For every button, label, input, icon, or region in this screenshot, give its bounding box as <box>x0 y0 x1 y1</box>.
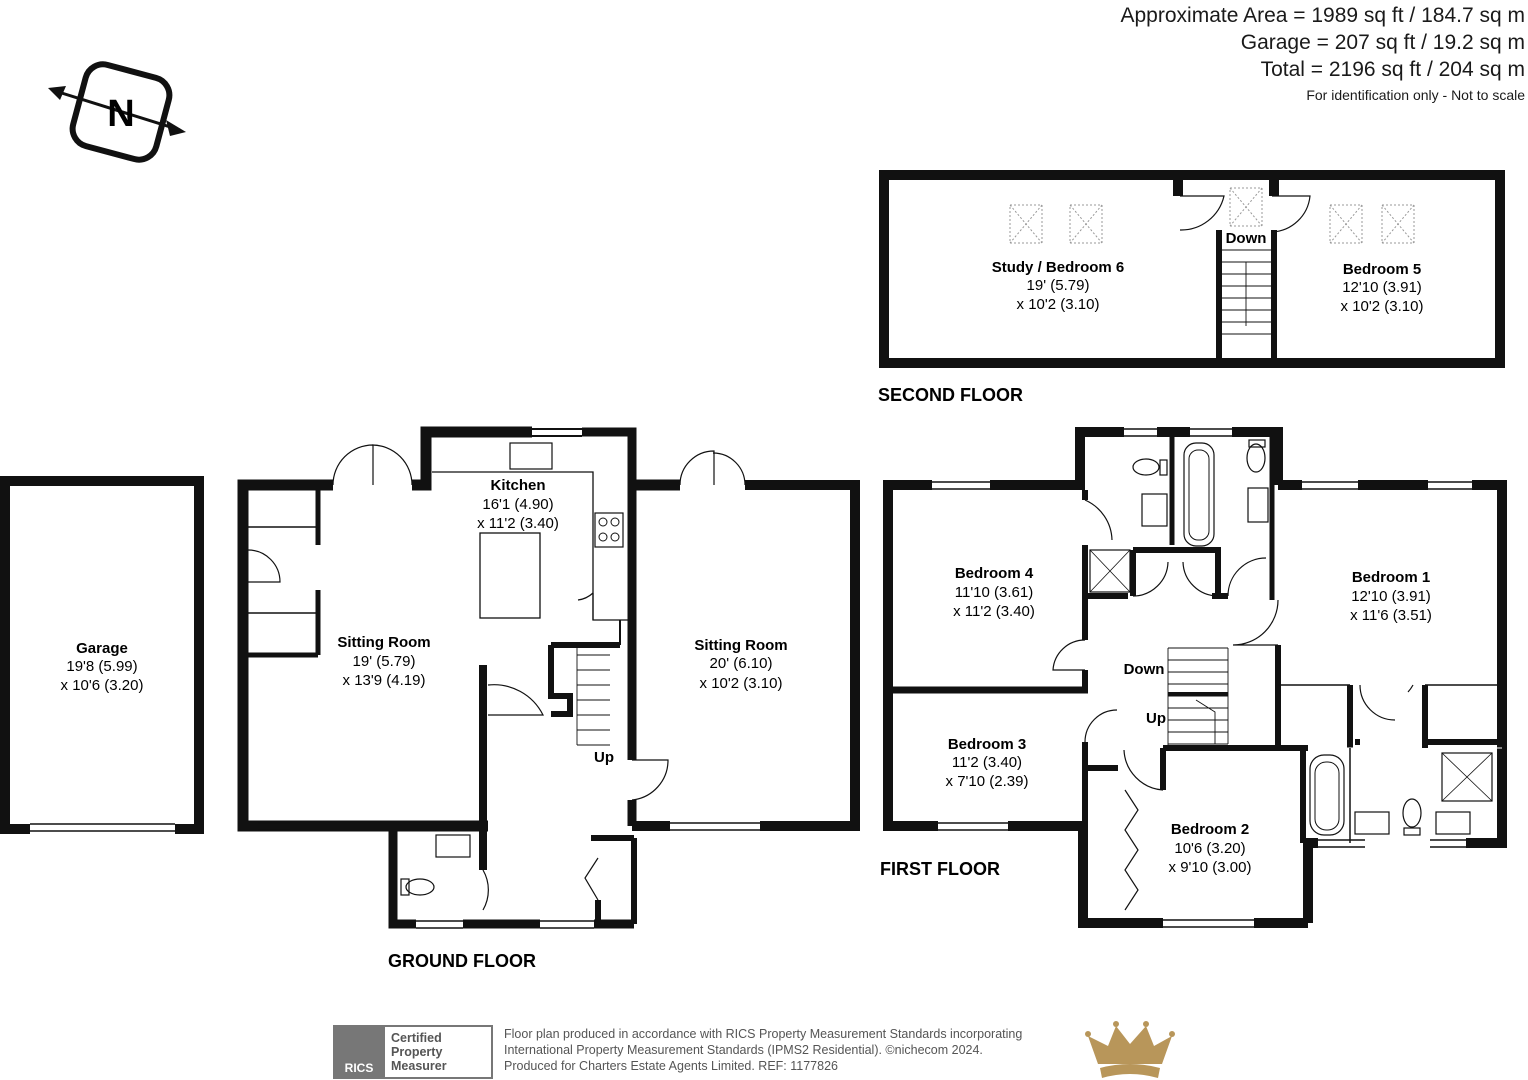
room-bedroom-1-name: Bedroom 1 <box>1352 569 1430 586</box>
footer-disclaimer: Floor plan produced in accordance with R… <box>504 1026 1022 1074</box>
room-sitting-1-dim2: x 13'9 (4.19) <box>343 672 426 689</box>
rics-badge: RICS Certified Property Measurer <box>333 1025 493 1079</box>
rics-badge-label: RICS <box>344 1061 374 1075</box>
room-bedroom-1: Bedroom 1 12'10 (3.91) x 11'6 (3.51) <box>1350 569 1432 624</box>
second-floor-stair-down: Down <box>1226 230 1267 247</box>
compass-label: N <box>107 93 134 135</box>
first-floor-plan <box>883 427 1507 928</box>
room-kitchen-name: Kitchen <box>490 477 545 494</box>
room-kitchen: Kitchen 16'1 (4.90) x 11'2 (3.40) <box>477 477 559 532</box>
rics-logo-icon: RICS <box>333 1025 385 1079</box>
ground-floor-stair-up: Up <box>594 749 614 766</box>
room-study: Study / Bedroom 6 19' (5.79) x 10'2 (3.1… <box>992 259 1125 313</box>
compass-icon: N <box>48 61 186 163</box>
rics-line-2: Property <box>391 1045 443 1059</box>
room-study-name: Study / Bedroom 6 <box>992 259 1125 276</box>
footer-line-3: Produced for Charters Estate Agents Limi… <box>504 1059 838 1073</box>
footer-line-1: Floor plan produced in accordance with R… <box>504 1027 1023 1041</box>
room-sitting-room-1: Sitting Room 19' (5.79) x 13'9 (4.19) <box>337 634 430 689</box>
room-bedroom-5-dim2: x 10'2 (3.10) <box>1341 298 1424 315</box>
room-bedroom-1-dim1: 12'10 (3.91) <box>1351 588 1431 605</box>
rics-line-3: Measurer <box>391 1059 447 1073</box>
room-garage-dim2: x 10'6 (3.20) <box>61 677 144 694</box>
crown-logo-icon <box>1085 1021 1175 1078</box>
room-bedroom-5: Bedroom 5 12'10 (3.91) x 10'2 (3.10) <box>1341 261 1424 315</box>
room-sitting-2-name: Sitting Room <box>694 637 787 654</box>
room-bedroom-4: Bedroom 4 11'10 (3.61) x 11'2 (3.40) <box>953 565 1035 620</box>
room-sitting-2-dim1: 20' (6.10) <box>710 655 773 672</box>
room-kitchen-dim1: 16'1 (4.90) <box>482 496 553 513</box>
room-bedroom-3-name: Bedroom 3 <box>948 736 1026 753</box>
room-bedroom-4-dim1: 11'10 (3.61) <box>955 584 1033 601</box>
ground-floor-plan <box>237 426 860 929</box>
ground-floor-title: GROUND FLOOR <box>388 951 536 971</box>
room-bedroom-1-dim2: x 11'6 (3.51) <box>1350 607 1432 624</box>
room-bedroom-3-dim1: 11'2 (3.40) <box>952 754 1022 771</box>
room-sitting-room-2: Sitting Room 20' (6.10) x 10'2 (3.10) <box>694 637 787 692</box>
room-sitting-1-dim1: 19' (5.79) <box>353 653 416 670</box>
room-bedroom-2-dim2: x 9'10 (3.00) <box>1169 859 1252 876</box>
first-floor-stair-up: Up <box>1146 710 1166 727</box>
room-bedroom-2: Bedroom 2 10'6 (3.20) x 9'10 (3.00) <box>1169 821 1252 876</box>
total-area: Total = 2196 sq ft / 204 sq m <box>1260 58 1525 81</box>
first-floor-title: FIRST FLOOR <box>880 859 1000 879</box>
room-study-dim1: 19' (5.79) <box>1027 277 1090 294</box>
second-floor-title: SECOND FLOOR <box>878 385 1023 405</box>
room-kitchen-dim2: x 11'2 (3.40) <box>477 515 559 532</box>
room-bedroom-2-name: Bedroom 2 <box>1171 821 1249 838</box>
room-bedroom-5-name: Bedroom 5 <box>1343 261 1421 278</box>
rics-certification-text: Certified Property Measurer <box>385 1025 493 1079</box>
room-garage-dim1: 19'8 (5.99) <box>66 658 137 675</box>
garage-area: Garage = 207 sq ft / 19.2 sq m <box>1240 31 1525 54</box>
first-floor-stair-down: Down <box>1124 661 1165 678</box>
room-sitting-1-name: Sitting Room <box>337 634 430 651</box>
room-garage: Garage 19'8 (5.99) x 10'6 (3.20) <box>61 640 144 694</box>
room-bedroom-4-name: Bedroom 4 <box>955 565 1034 582</box>
room-bedroom-5-dim1: 12'10 (3.91) <box>1342 279 1422 296</box>
room-sitting-2-dim2: x 10'2 (3.10) <box>700 675 783 692</box>
room-study-dim2: x 10'2 (3.10) <box>1017 296 1100 313</box>
second-floor-plan <box>879 170 1505 368</box>
approximate-area: Approximate Area = 1989 sq ft / 184.7 sq… <box>1120 4 1526 27</box>
room-bedroom-3: Bedroom 3 11'2 (3.40) x 7'10 (2.39) <box>946 736 1029 790</box>
room-bedroom-3-dim2: x 7'10 (2.39) <box>946 773 1029 790</box>
garage-plan <box>0 476 204 834</box>
scale-note: For identification only - Not to scale <box>1306 87 1525 103</box>
footer-line-2: International Property Measurement Stand… <box>504 1043 983 1057</box>
room-garage-name: Garage <box>76 640 128 657</box>
room-bedroom-4-dim2: x 11'2 (3.40) <box>953 603 1035 620</box>
room-bedroom-2-dim1: 10'6 (3.20) <box>1174 840 1245 857</box>
rics-line-1: Certified <box>391 1031 442 1045</box>
